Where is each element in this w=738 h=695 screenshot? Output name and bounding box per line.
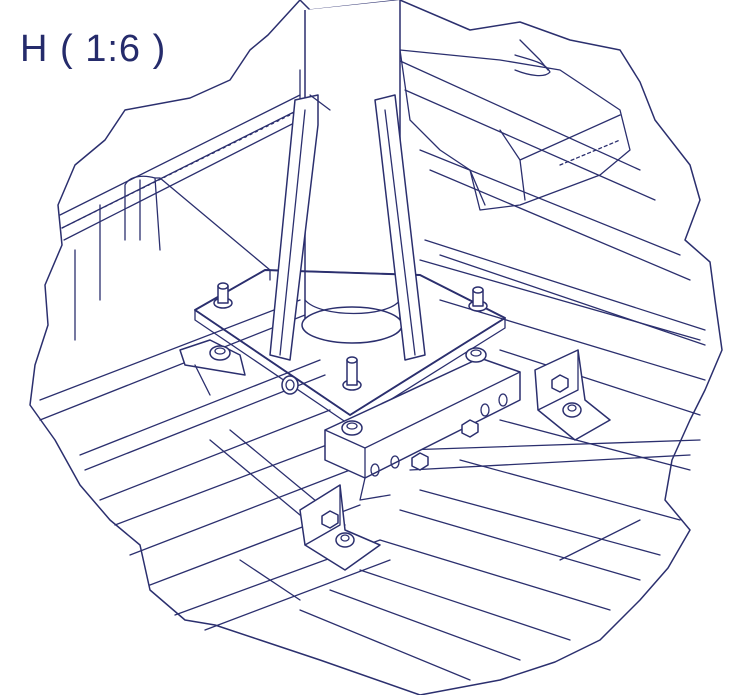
nut-bracket-front-1 [321,510,339,529]
nut-left-side [281,375,299,395]
nut-right-lower [465,347,487,363]
bolt-plate-center [342,356,362,391]
angle-bracket-right [534,349,611,441]
hex-bolt-clamp-1 [461,419,479,438]
nut-front-lower [341,420,363,436]
angle-bracket-front [299,484,381,571]
detail-breakout-outline [29,0,723,695]
nut-bracket-front-2 [335,532,355,548]
nut-bracket-right-1 [551,374,569,393]
nut-bracket-right-2 [562,402,582,418]
gusset-rib-right [374,94,426,361]
rail-right [299,259,706,681]
bolt-plate-left [213,282,233,309]
perforated-strip [61,109,301,229]
left-cover-block [124,175,271,281]
nut-left-lower [209,345,231,361]
equipment-cover [399,49,631,211]
bolt-plate-right [468,286,488,312]
detail-label: H ( 1:6 ) [20,28,167,70]
gusset-rib-left [269,94,331,361]
hex-bolt-clamp-2 [411,452,429,471]
